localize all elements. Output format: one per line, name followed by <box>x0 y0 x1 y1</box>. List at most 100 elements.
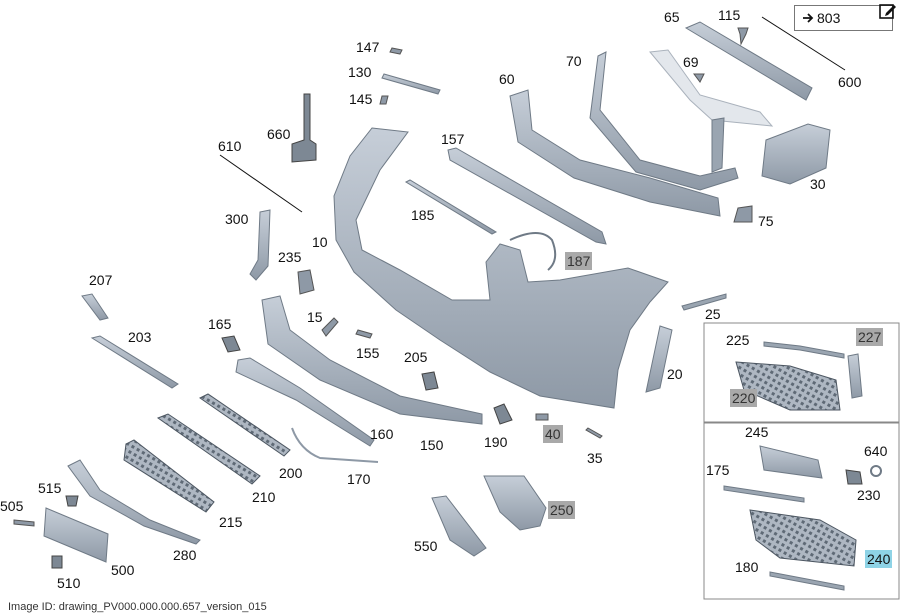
label-200[interactable]: 200 <box>279 465 303 481</box>
label-225[interactable]: 225 <box>726 332 750 348</box>
part-157[interactable] <box>447 147 607 245</box>
part-40[interactable] <box>535 413 549 421</box>
label-25[interactable]: 25 <box>705 306 721 322</box>
part-227[interactable] <box>847 353 863 399</box>
label-640[interactable]: 640 <box>864 443 888 459</box>
label-220[interactable]: 220 <box>730 389 758 407</box>
part-187[interactable] <box>509 232 557 271</box>
part-130[interactable] <box>381 73 441 95</box>
part-147[interactable] <box>389 47 403 55</box>
part-280[interactable] <box>67 459 201 545</box>
part-69[interactable] <box>649 49 774 127</box>
part-150[interactable] <box>261 295 483 425</box>
label-215[interactable]: 215 <box>219 514 243 530</box>
label-185[interactable]: 185 <box>411 207 435 223</box>
part-30[interactable] <box>761 123 831 185</box>
label-147[interactable]: 147 <box>356 39 380 55</box>
reference-box[interactable]: 803 <box>794 5 893 31</box>
part-250[interactable] <box>483 475 547 531</box>
label-510[interactable]: 510 <box>57 575 81 591</box>
label-500[interactable]: 500 <box>111 562 135 578</box>
part-20[interactable] <box>645 325 673 393</box>
part-660[interactable] <box>291 93 317 163</box>
part-155[interactable] <box>355 329 373 339</box>
label-190[interactable]: 190 <box>484 434 508 450</box>
part-15[interactable] <box>321 317 339 337</box>
part-300[interactable] <box>249 209 271 281</box>
label-187[interactable]: 187 <box>565 252 593 270</box>
label-235[interactable]: 235 <box>278 249 302 265</box>
part-165[interactable] <box>221 335 241 353</box>
label-180[interactable]: 180 <box>735 559 759 575</box>
label-300[interactable]: 300 <box>225 211 249 227</box>
label-20[interactable]: 20 <box>667 366 683 382</box>
label-280[interactable]: 280 <box>173 547 197 563</box>
label-130[interactable]: 130 <box>348 64 372 80</box>
label-165[interactable]: 165 <box>208 316 232 332</box>
label-35[interactable]: 35 <box>587 450 603 466</box>
label-227[interactable]: 227 <box>856 328 884 346</box>
part-200[interactable] <box>199 393 291 457</box>
part-235[interactable] <box>297 269 315 295</box>
label-145[interactable]: 145 <box>349 91 373 107</box>
label-150[interactable]: 150 <box>420 437 444 453</box>
label-210[interactable]: 210 <box>252 489 276 505</box>
label-70[interactable]: 70 <box>566 53 582 69</box>
part-205[interactable] <box>421 371 439 391</box>
label-250[interactable]: 250 <box>548 501 576 519</box>
label-245[interactable]: 245 <box>745 424 769 440</box>
part-170[interactable] <box>291 427 379 463</box>
label-40[interactable]: 40 <box>543 425 563 443</box>
label-515[interactable]: 515 <box>38 480 62 496</box>
part-180[interactable] <box>769 571 845 591</box>
part-175[interactable] <box>723 485 805 503</box>
part-207[interactable] <box>81 293 109 321</box>
part-69-clip[interactable] <box>693 73 705 83</box>
part-500[interactable] <box>43 507 109 563</box>
part-190[interactable] <box>493 403 513 425</box>
part-115-bolt[interactable] <box>737 27 749 46</box>
label-60[interactable]: 60 <box>499 71 515 87</box>
label-160[interactable]: 160 <box>370 426 394 442</box>
label-205[interactable]: 205 <box>404 349 428 365</box>
label-15[interactable]: 15 <box>307 309 323 325</box>
label-203[interactable]: 203 <box>128 329 152 345</box>
part-245[interactable] <box>759 445 823 479</box>
part-230[interactable] <box>845 469 863 485</box>
part-210[interactable] <box>156 413 261 485</box>
part-70[interactable] <box>589 51 739 191</box>
label-600[interactable]: 600 <box>838 74 862 90</box>
label-505[interactable]: 505 <box>0 498 24 514</box>
part-60[interactable] <box>509 89 721 217</box>
part-640[interactable] <box>870 465 882 477</box>
label-660[interactable]: 660 <box>267 126 291 142</box>
part-10[interactable] <box>333 127 669 409</box>
label-157[interactable]: 157 <box>441 131 465 147</box>
label-230[interactable]: 230 <box>857 487 881 503</box>
part-515[interactable] <box>65 495 79 507</box>
part-225[interactable] <box>763 341 845 359</box>
label-65[interactable]: 65 <box>664 9 680 25</box>
part-75[interactable] <box>733 205 753 223</box>
label-75[interactable]: 75 <box>758 213 774 229</box>
part-65[interactable] <box>684 21 813 101</box>
part-160[interactable] <box>235 357 375 447</box>
label-550[interactable]: 550 <box>414 538 438 554</box>
label-610[interactable]: 610 <box>218 138 242 154</box>
part-203[interactable] <box>90 335 179 389</box>
part-550[interactable] <box>431 495 487 557</box>
part-35[interactable] <box>585 427 603 439</box>
label-10[interactable]: 10 <box>312 234 328 250</box>
part-70-bracket[interactable] <box>711 117 725 173</box>
label-175[interactable]: 175 <box>706 462 730 478</box>
part-215[interactable] <box>123 439 215 513</box>
label-30[interactable]: 30 <box>810 176 826 192</box>
label-69[interactable]: 69 <box>683 54 699 70</box>
edit-icon[interactable] <box>879 2 897 20</box>
label-240[interactable]: 240 <box>865 550 893 568</box>
label-207[interactable]: 207 <box>89 272 113 288</box>
part-145[interactable] <box>379 95 389 105</box>
part-240[interactable] <box>749 509 857 567</box>
part-510[interactable] <box>51 555 63 569</box>
label-155[interactable]: 155 <box>356 345 380 361</box>
